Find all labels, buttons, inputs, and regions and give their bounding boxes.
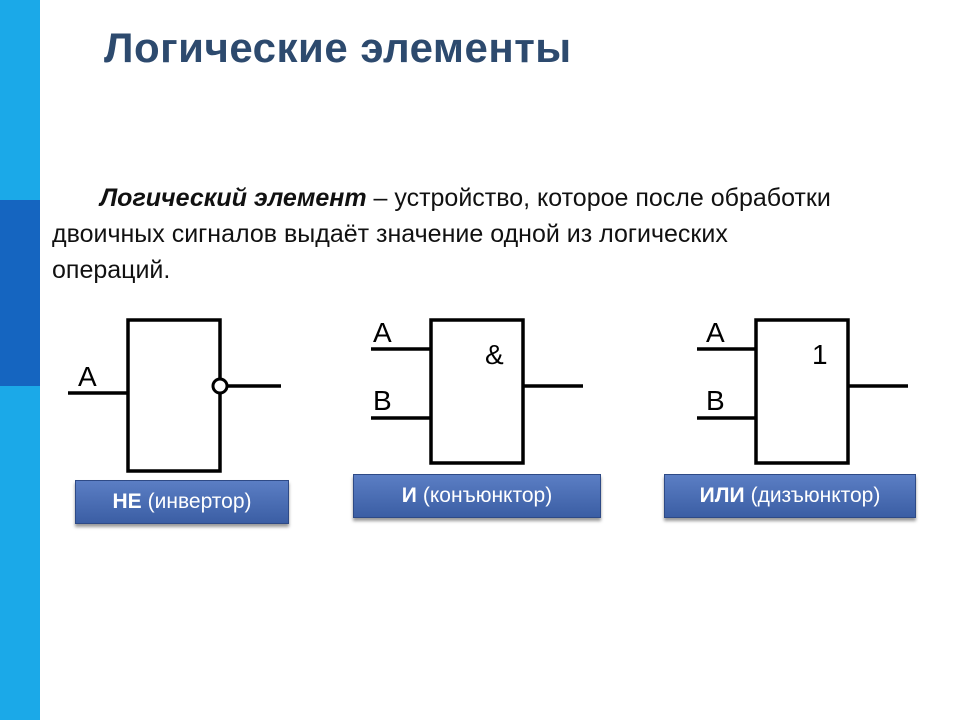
sidebar-accent — [0, 200, 40, 386]
badge-or-desc: (дизъюнктор) — [750, 484, 881, 507]
gate-and-symbol: & — [485, 339, 504, 370]
gate-or-symbol: 1 — [812, 339, 828, 370]
gate-or: A B 1 — [697, 317, 908, 465]
badge-or-name: ИЛИ — [699, 484, 745, 507]
gate-not-body — [126, 318, 222, 473]
badge-not-name: НЕ — [112, 490, 142, 513]
definition-text: – устройство, которое после обработки дв… — [52, 184, 831, 284]
gate-not-inversion-circle — [211, 377, 229, 395]
gate-or-body — [754, 318, 850, 465]
gate-and-body — [429, 318, 525, 465]
gate-and: A B & — [371, 317, 583, 465]
gate-or-input-a-label: A — [706, 317, 725, 348]
badge-and: И(конъюнктор) — [353, 474, 601, 518]
badge-and-desc: (конъюнктор) — [422, 484, 553, 507]
gate-and-input-b-label: B — [373, 385, 392, 416]
gate-and-input-a-label: A — [373, 317, 392, 348]
badge-or: ИЛИ(дизъюнктор) — [664, 474, 916, 518]
definition-term: Логический элемент — [100, 184, 367, 212]
slide-title: Логические элементы — [104, 24, 572, 71]
definition-paragraph: Логический элемент – устройство, которое… — [52, 180, 852, 288]
badge-and-name: И — [401, 484, 417, 507]
gate-not: A — [68, 318, 281, 473]
gate-or-input-b-label: B — [706, 385, 725, 416]
badge-not-desc: (инвертор) — [147, 490, 252, 513]
gate-not-input-a-label: A — [78, 361, 97, 392]
badge-not: НЕ(инвертор) — [75, 480, 289, 524]
